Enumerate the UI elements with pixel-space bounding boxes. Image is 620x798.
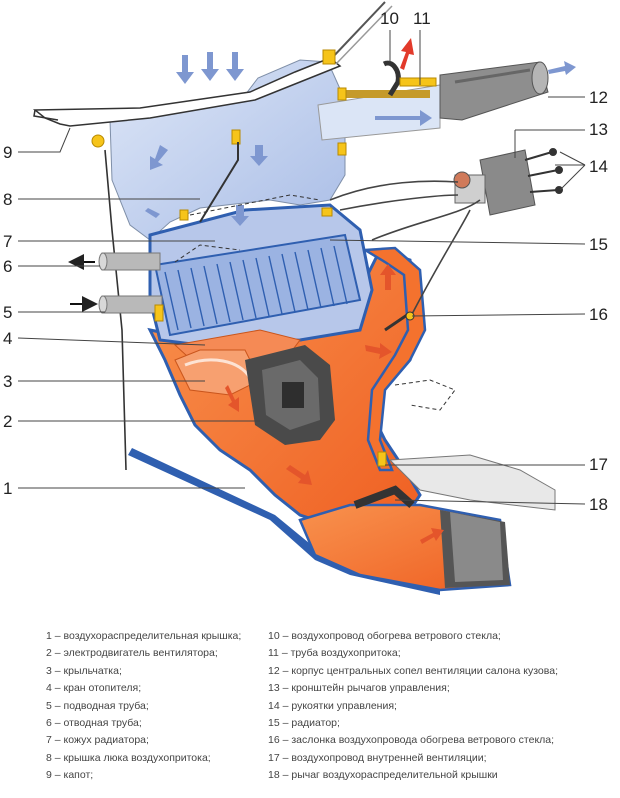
legend-item-15: 15 – радиатор; [268, 717, 340, 730]
hood-panel [32, 57, 342, 127]
callout-17: 17 [589, 455, 608, 474]
legend-item-1: 1 – воздухораспределительная крышка; [46, 630, 242, 642]
hatch-cover-lever [199, 142, 239, 223]
air-flow-arrows [145, 52, 576, 226]
legend-item-12: 12 – корпус центральных сопел вентиляции… [268, 664, 558, 677]
legend-item-6: 6 – отводная труба; [46, 717, 142, 730]
callout-4: 4 [3, 329, 12, 348]
legend-item-7: 7 – кожух радиатора; [46, 734, 149, 747]
floor-outlet-light [450, 512, 503, 582]
legend-item-3: 3 – крыльчатка; [46, 664, 122, 677]
callout-13: 13 [589, 120, 608, 139]
control-cables [329, 180, 481, 319]
outlet-pipe [98, 252, 161, 271]
legend-item-4: 4 – кран отопителя; [46, 682, 142, 695]
windshield-pillar [329, 1, 386, 61]
control-handles [524, 148, 563, 194]
legend-item-9: 9 – капот; [46, 769, 94, 782]
legend-item-10: 10 – воздухопровод обогрева ветрового ст… [268, 630, 501, 642]
legend-item-17: 17 – воздухопровод внутренней вентиляции… [268, 751, 487, 764]
legend-item-11: 11 – труба воздухопритока; [268, 647, 401, 660]
callout-7: 7 [3, 232, 12, 251]
callout-8: 8 [3, 190, 12, 209]
yellow-brackets [154, 49, 437, 467]
windshield-duct [317, 60, 441, 141]
warm-air-arrows [400, 38, 414, 70]
upper-duct-plate [388, 454, 556, 511]
callout-9: 9 [3, 143, 12, 162]
callout-lines [17, 30, 586, 505]
callout-6: 6 [3, 257, 12, 276]
legend-item-13: 13 – кронштейн рычагов управления; [268, 682, 450, 695]
central-vent-housing [439, 61, 549, 121]
windshield-pillar-inner [335, 5, 393, 65]
legend-item-2: 2 – электродвигатель вентилятора; [46, 647, 218, 660]
callout-18: 18 [589, 495, 608, 514]
fan-motor [245, 345, 335, 445]
legend-item-14: 14 – рукоятки управления; [268, 699, 397, 712]
side-duct [360, 246, 427, 472]
firewall-panel [104, 149, 127, 471]
callout-5: 5 [3, 303, 12, 322]
legend-item-5: 5 – подводная труба; [46, 699, 149, 712]
heater-cutaway-diagram: 1 2 3 4 5 6 7 8 9 10 11 12 13 14 15 16 1… [3, 1, 608, 595]
callout-10: 10 [380, 9, 399, 28]
hood-latch [91, 134, 105, 148]
legend-right-column: 10 – воздухопровод обогрева ветрового ст… [268, 628, 608, 785]
radiator-core [153, 233, 362, 337]
dashed-lever-outline [174, 194, 456, 411]
impeller-highlight [184, 358, 252, 379]
callout-14: 14 [589, 157, 608, 176]
heated-flow-arrows [225, 264, 444, 544]
callout-1: 1 [3, 479, 12, 498]
legend-item-18: 18 – рычаг воздухораспределительной крыш… [268, 769, 498, 782]
inlet-pipe [98, 295, 163, 314]
callout-16: 16 [589, 305, 608, 324]
legend-left-column: 1 – воздухораспределительная крышка; 2 –… [46, 628, 276, 785]
hood-edge [33, 109, 59, 121]
callout-15: 15 [589, 235, 608, 254]
callout-12: 12 [589, 88, 608, 107]
control-bracket [453, 149, 536, 216]
floor-frame [128, 448, 440, 595]
callout-11: 11 [413, 9, 431, 28]
callout-3: 3 [3, 372, 12, 391]
legend-item-8: 8 – крышка люка воздухопритока; [46, 751, 211, 764]
callout-2: 2 [3, 412, 12, 431]
legend-item-16: 16 – заслонка воздухопровода обогрева ве… [268, 734, 555, 747]
